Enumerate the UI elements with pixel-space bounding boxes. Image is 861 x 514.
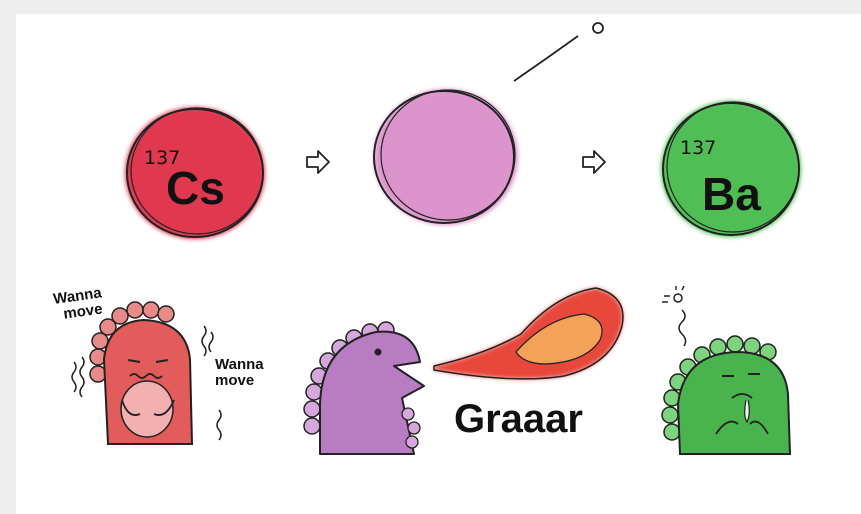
excited-atom <box>374 89 518 225</box>
arrow-right-icon <box>583 151 605 173</box>
ba-symbol: Ba <box>702 168 761 220</box>
purple-dino-eye <box>375 349 382 356</box>
emission-trail <box>514 36 578 81</box>
wanna-move-label-1: Wanna move <box>52 284 109 324</box>
emitted-particle-icon <box>593 23 603 33</box>
green-dinosaur <box>662 286 790 454</box>
diagram-canvas: 137 Cs 137 Ba <box>16 14 861 514</box>
fire-breath <box>434 288 623 379</box>
arrow-right-icon <box>307 151 329 173</box>
purple-dinosaur <box>304 322 424 454</box>
cs-symbol: Cs <box>166 162 225 214</box>
barium-atom: 137 Ba <box>661 101 801 237</box>
cesium-atom: 137 Cs <box>125 107 265 239</box>
sparkle-icon <box>674 294 682 302</box>
wanna-move-label-2: Wanna move <box>215 356 268 389</box>
red-dinosaur <box>72 302 221 444</box>
graaar-label: Graaar <box>454 397 583 441</box>
decay-diagram: 137 Cs 137 Ba <box>16 14 861 514</box>
ba-mass-number: 137 <box>680 137 716 159</box>
